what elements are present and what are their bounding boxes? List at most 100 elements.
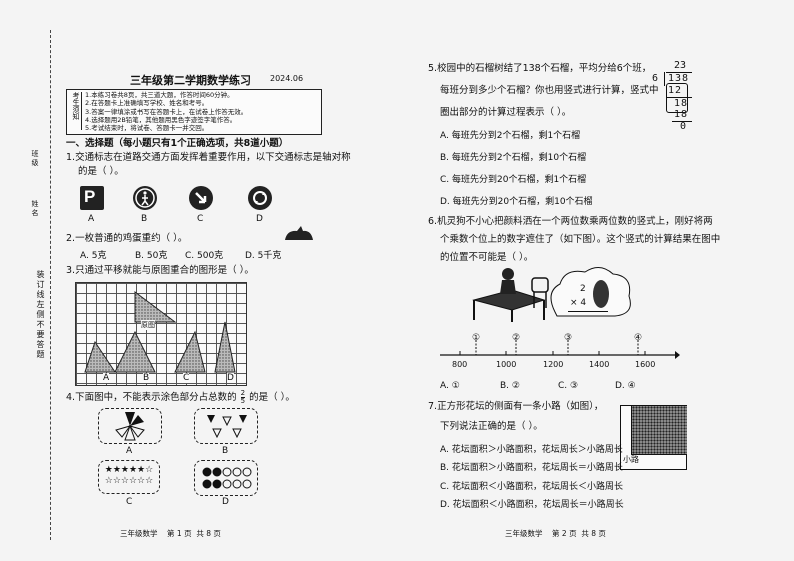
instruction-line: 3.答案一律填涂或书写在答题卡上，在试卷上作答无效。 bbox=[85, 107, 248, 116]
q3-original-label: 原图 bbox=[141, 320, 155, 330]
q1-line1: 1.交通标志在道路交通方面发挥着重要作用，以下交通标志是轴对称 bbox=[66, 152, 351, 163]
instructions-box: 考生须知 1.本练习卷共8页，共三道大题，作答时间60分钟。 2.在答题卡上准确… bbox=[66, 89, 322, 135]
q7-flowerbed-square: 小路 bbox=[620, 405, 687, 470]
cat-doodle-icon bbox=[285, 226, 313, 240]
q6-line3: 的位置不可能是（ ）。 bbox=[440, 252, 534, 263]
binding-class-field: 班级 bbox=[31, 150, 39, 168]
q2-option-a[interactable]: A. 5克 bbox=[80, 251, 107, 261]
q4-fraction-numerator: 2 bbox=[240, 389, 246, 398]
q5-option-d[interactable]: D. 每班先分到20个石榴，剩10个石榴 bbox=[440, 197, 593, 207]
q7-line2: 下列说法正确的是（ ）。 bbox=[440, 421, 543, 432]
q6-axis-800: 800 bbox=[452, 360, 468, 369]
q6-option-a[interactable]: A. ① bbox=[440, 381, 460, 391]
quotient: 23 bbox=[674, 60, 687, 71]
q2-text: 2.一枚普通的鸡蛋重约（ ）。 bbox=[66, 233, 188, 244]
parking-sign-icon: P bbox=[80, 186, 104, 210]
q5-line1: 5.校园中的石榴树结了138个石榴，平均分给6个班， bbox=[428, 63, 652, 74]
q6-axis-1400: 1400 bbox=[589, 360, 610, 369]
dog-at-desk-icon bbox=[472, 268, 549, 322]
q6-multiply-bottom: × 4 bbox=[570, 298, 587, 308]
binding-line bbox=[50, 30, 51, 540]
roundabout-sign-icon bbox=[248, 186, 272, 210]
dividend: 138 bbox=[668, 73, 690, 84]
q3-text: 3.只通过平移就能与原图重合的图形是（ ）。 bbox=[66, 265, 254, 276]
q5-long-division: 23 6 138 12 18 18 0 bbox=[650, 60, 695, 132]
right-page-footer: 三年级数学 第 2 页 共 8 页 bbox=[505, 529, 606, 538]
q1-line2: 的是（ ）。 bbox=[78, 166, 124, 177]
q7-path-label: 小路 bbox=[623, 455, 639, 464]
q3-option-c[interactable]: C bbox=[183, 373, 190, 383]
q6-marker-4: ④ bbox=[634, 333, 643, 343]
petal-icon bbox=[115, 412, 145, 441]
q5-option-c[interactable]: C. 每班先分到20个石榴，剩1个石榴 bbox=[440, 175, 587, 185]
instruction-line: 2.在答题卡上准确填写学校、姓名和考号。 bbox=[85, 99, 209, 108]
stars-icon: ★★★★★☆ bbox=[104, 465, 154, 475]
triangles-icon bbox=[207, 415, 247, 439]
q7-option-d[interactable]: D. 花坛面积＜小路面积，花坛周长＝小路周长 bbox=[440, 500, 624, 510]
q1-option-d[interactable]: D bbox=[256, 214, 263, 224]
q6-axis-1600: 1600 bbox=[635, 360, 656, 369]
q6-line2: 个乘数个位上的数字遮住了（如下图）。这个竖式的计算结果在图中 bbox=[440, 234, 721, 245]
q4-option-b[interactable]: B bbox=[222, 446, 229, 456]
q3-option-d[interactable]: D bbox=[227, 373, 234, 383]
q4-option-a[interactable]: A bbox=[126, 446, 133, 456]
q4-card-d bbox=[194, 460, 258, 496]
q6-option-b[interactable]: B. ② bbox=[500, 381, 520, 391]
instruction-line: 5.考试结束时，将试卷、答题卡一并交回。 bbox=[85, 124, 209, 133]
q6-line1: 6.机灵狗不小心把颜料洒在一个两位数乘两位数的竖式上，刚好将两 bbox=[428, 216, 713, 227]
q2-option-d[interactable]: D. 5千克 bbox=[245, 251, 282, 261]
q6-marker-3: ③ bbox=[564, 333, 573, 343]
q3-option-b[interactable]: B bbox=[143, 373, 150, 383]
q7-option-b[interactable]: B. 花坛面积＞小路面积，花坛周长＝小路周长 bbox=[440, 463, 623, 473]
q7-option-a[interactable]: A. 花坛面积＞小路面积，花坛周长＞小路周长 bbox=[440, 445, 623, 455]
q1-option-b[interactable]: B bbox=[141, 214, 148, 224]
remainder1: 18 bbox=[674, 98, 689, 109]
binding-instruction: 装订线左侧不要答题 bbox=[36, 270, 45, 360]
q4-option-c[interactable]: C bbox=[126, 497, 133, 507]
divisor: 6 bbox=[652, 73, 659, 84]
q6-number-line bbox=[440, 340, 680, 359]
thought-cloud-icon bbox=[550, 267, 631, 317]
q4-option-d[interactable]: D bbox=[222, 497, 229, 507]
exam-date: 2024.06 bbox=[270, 74, 304, 83]
instructions-label: 考生须知 bbox=[69, 92, 82, 130]
q6-marker-2: ② bbox=[512, 333, 521, 343]
exam-title: 三年级第二学期数学练习 bbox=[130, 74, 251, 87]
q4-card-c: ★★★★★☆ ☆☆☆☆☆☆ bbox=[98, 460, 160, 494]
left-page-footer: 三年级数学 第 1 页 共 8 页 bbox=[120, 529, 221, 538]
q4-text-end: 的是（ ）。 bbox=[249, 392, 295, 403]
q2-option-b[interactable]: B. 50克 bbox=[135, 251, 168, 261]
instruction-line: 4.选择题用2B铅笔，其他题用黑色字迹签字笔作答。 bbox=[85, 115, 237, 124]
section1-header: 一、选择题（每小题只有1个正确选项，共8道小题） bbox=[66, 138, 289, 149]
instruction-line: 1.本练习卷共8页，共三道大题，作答时间60分钟。 bbox=[85, 91, 234, 99]
q6-axis-1200: 1200 bbox=[543, 360, 564, 369]
q2-option-c[interactable]: C. 500克 bbox=[185, 251, 224, 261]
q5-option-b[interactable]: B. 每班先分到2个石榴，剩10个石榴 bbox=[440, 153, 587, 163]
step2: 18 bbox=[674, 109, 689, 120]
stars-icon: ☆☆☆☆☆☆ bbox=[104, 476, 154, 486]
q5-line2: 每班分到多少个石榴？你也用竖式进行计算，竖式中 bbox=[440, 85, 659, 96]
pedestrian-sign-icon bbox=[133, 186, 157, 210]
step1: 12 bbox=[668, 85, 683, 96]
binding-name-field: 姓名 bbox=[31, 200, 39, 218]
q5-line3: 圈出部分的计算过程表示（ ）。 bbox=[440, 107, 572, 118]
q4-card-b bbox=[194, 408, 258, 444]
q4-fraction-denominator: 5 bbox=[240, 397, 246, 405]
q7-line1: 7.正方形花坛的侧面有一条小路（如图）， bbox=[428, 401, 604, 412]
circles-icon bbox=[202, 467, 252, 489]
q4-fraction: 2 5 bbox=[240, 389, 246, 405]
remainder2: 0 bbox=[680, 121, 687, 132]
q3-option-a[interactable]: A bbox=[103, 373, 110, 383]
q7-option-c[interactable]: C. 花坛面积＜小路面积，花坛周长＜小路周长 bbox=[440, 482, 624, 492]
q6-multiply-top: 2 bbox=[580, 284, 586, 294]
q1-option-c[interactable]: C bbox=[197, 214, 204, 224]
q4-text-start: 4.下面图中，不能表示涂色部分占总数的 bbox=[66, 392, 237, 403]
q6-marker-1: ① bbox=[472, 333, 481, 343]
q6-option-c[interactable]: C. ③ bbox=[558, 381, 579, 391]
q1-option-a[interactable]: A bbox=[88, 214, 95, 224]
q5-option-a[interactable]: A. 每班先分到2个石榴，剩1个石榴 bbox=[440, 131, 581, 141]
direction-sign-icon bbox=[189, 186, 213, 210]
q6-option-d[interactable]: D. ④ bbox=[615, 381, 636, 391]
q4-text: 4.下面图中，不能表示涂色部分占总数的 2 5 的是（ ）。 bbox=[66, 390, 295, 405]
q7-flowerbed-shaded bbox=[631, 406, 687, 455]
